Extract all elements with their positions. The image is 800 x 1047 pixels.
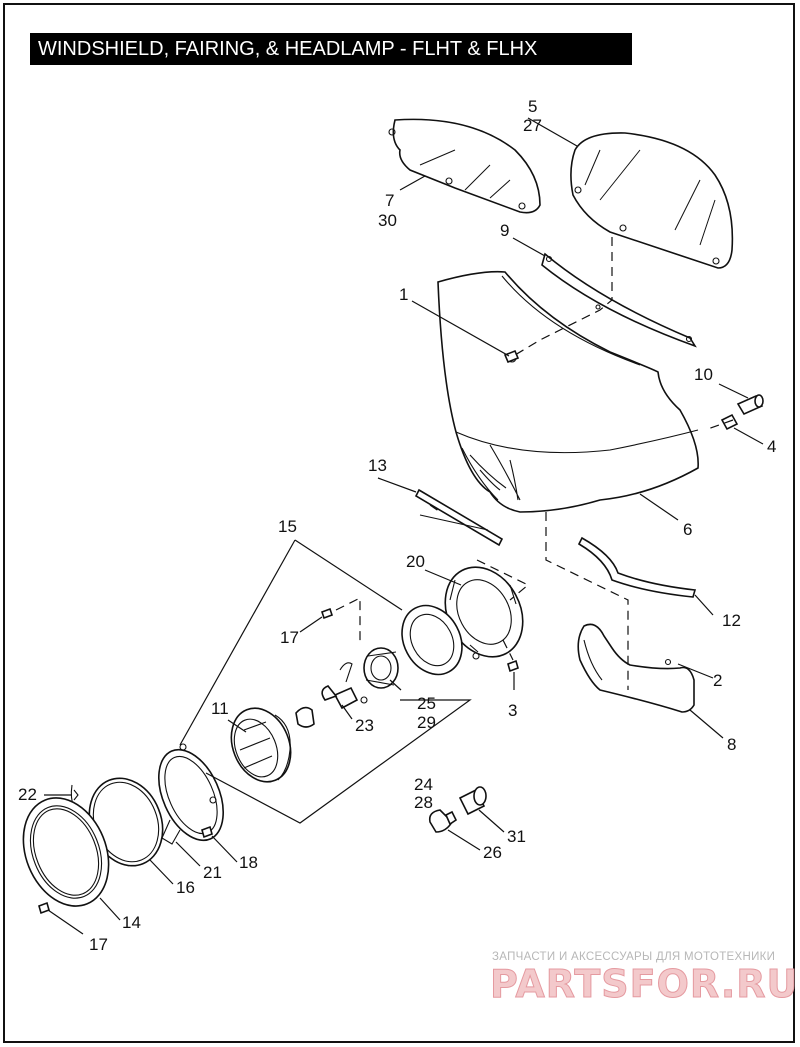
bulb-socket-part-31 bbox=[458, 786, 487, 816]
callout-8: 8 bbox=[727, 735, 736, 754]
group-bracket-lines bbox=[179, 539, 472, 824]
callout-15: 15 bbox=[278, 517, 297, 536]
callout-9: 9 bbox=[500, 221, 509, 240]
bulb-connector bbox=[295, 706, 315, 728]
assembly-dashed-lines bbox=[335, 237, 734, 690]
callout-18: 18 bbox=[239, 853, 258, 872]
callout-16: 16 bbox=[176, 878, 195, 897]
screw-part-17-upper bbox=[320, 607, 334, 620]
callout-22: 22 bbox=[18, 785, 37, 804]
weatherstrip-part-13 bbox=[414, 488, 504, 547]
page-title: WINDSHIELD, FAIRING, & HEADLAMP - FLHT &… bbox=[30, 33, 632, 65]
screw-part-3 bbox=[507, 659, 519, 673]
stud-part-10 bbox=[736, 394, 764, 416]
screw-part-18 bbox=[201, 825, 213, 839]
callout-6: 6 bbox=[683, 520, 692, 539]
callout-24: 24 bbox=[414, 775, 433, 794]
diagram-frame bbox=[3, 3, 795, 1043]
spring-part-21 bbox=[161, 819, 181, 845]
sealed-beam-lamp-part-11 bbox=[230, 707, 292, 783]
windshield-trim-strip bbox=[541, 252, 697, 348]
callout-5: 5 bbox=[528, 97, 537, 116]
callout-28: 28 bbox=[414, 793, 433, 812]
bulb-retainer-part-25 bbox=[363, 647, 399, 689]
bracket-part-12 bbox=[577, 536, 697, 598]
callout-17-upper: 17 bbox=[280, 628, 299, 647]
callout-29: 29 bbox=[417, 713, 436, 732]
callout-4: 4 bbox=[767, 437, 776, 456]
watermark-tagline: ЗАПЧАСТИ И АКСЕССУАРЫ ДЛЯ МОТОТЕХНИКИ bbox=[492, 951, 776, 963]
position-bulb-part-26 bbox=[428, 809, 458, 833]
sealing-ring-part-16 bbox=[88, 777, 164, 867]
headlamp-mounting-ring-part-20 bbox=[444, 566, 524, 660]
callout-26: 26 bbox=[483, 843, 502, 862]
watermark-logo: PARTSFOR.RU bbox=[489, 962, 799, 1007]
windshield-small bbox=[388, 118, 541, 214]
leader-lines bbox=[44, 117, 764, 935]
callout-25: 25 bbox=[417, 694, 436, 713]
nut-part-4 bbox=[720, 413, 739, 431]
callout-2: 2 bbox=[713, 671, 722, 690]
outer-trim-ring-part-14 bbox=[22, 797, 110, 907]
callout-11: 11 bbox=[211, 699, 229, 718]
callout-3: 3 bbox=[508, 701, 517, 720]
callout-12: 12 bbox=[722, 611, 741, 630]
callout-labels: 1 5 27 7 30 9 10 4 13 6 12 2 8 15 20 17 … bbox=[18, 97, 776, 954]
callout-31: 31 bbox=[507, 827, 526, 846]
callout-20: 20 bbox=[406, 552, 425, 571]
callout-30: 30 bbox=[378, 211, 397, 230]
callout-23: 23 bbox=[355, 716, 374, 735]
callout-14: 14 bbox=[122, 913, 141, 932]
callout-7: 7 bbox=[385, 191, 394, 210]
callout-17-lower: 17 bbox=[89, 935, 108, 954]
outer-fairing bbox=[437, 270, 699, 513]
windshield-large bbox=[570, 132, 734, 269]
callout-13: 13 bbox=[368, 456, 387, 475]
callout-21: 21 bbox=[203, 863, 222, 882]
callout-27: 27 bbox=[523, 116, 542, 135]
callout-1: 1 bbox=[399, 285, 408, 304]
callout-10: 10 bbox=[694, 365, 713, 384]
screw-part-17-lower bbox=[38, 901, 50, 915]
screw-part-1 bbox=[503, 349, 520, 364]
headlamp-adjusting-ring bbox=[401, 604, 463, 676]
lower-bracket-part-8 bbox=[577, 623, 695, 713]
headlamp-bulb-part-23 bbox=[321, 662, 368, 710]
